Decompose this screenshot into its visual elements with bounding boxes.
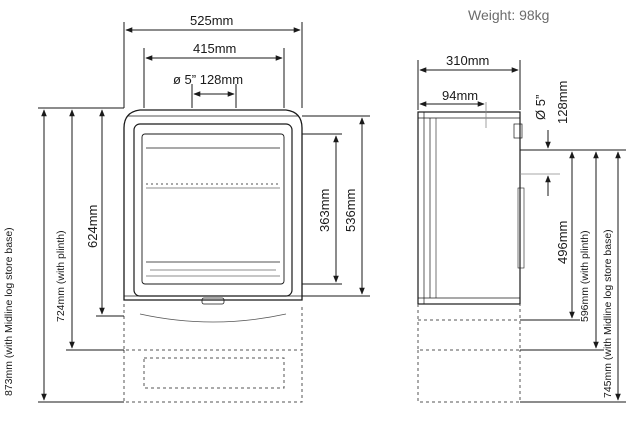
side-flue-diameter-mm-label: 128mm (555, 80, 570, 124)
front-flue-label: ø 5” 128mm (173, 72, 244, 87)
front-width-inner-label: 415mm (193, 41, 237, 56)
side-height-plinth-label: 596mm (with plinth) (579, 230, 591, 322)
front-glass-height-label: 363mm (317, 188, 332, 232)
side-height-midline-label: 745mm (with Midline log store base) (602, 229, 614, 398)
front-door-height-label: 536mm (343, 188, 358, 232)
side-rear-bracket (513, 123, 523, 139)
side-flue-guides (485, 102, 560, 175)
front-plinth-dashed (123, 304, 303, 403)
front-width-overall-label: 525mm (190, 13, 234, 28)
side-flue-offset-label: 94mm (442, 88, 479, 103)
side-height-body-label: 496mm (555, 220, 570, 264)
front-vertical-dimensions (38, 107, 370, 403)
front-logo-plate (201, 297, 225, 305)
side-body-outline (417, 111, 521, 305)
front-height-body-label: 624mm (85, 204, 100, 248)
front-body-outline (123, 109, 303, 301)
front-horizontal-dimensions (123, 22, 303, 108)
side-depth-label: 310mm (446, 53, 490, 68)
side-view (417, 111, 525, 305)
side-plinth-dashed (417, 304, 521, 403)
front-height-plinth-label: 724mm (with plinth) (55, 230, 67, 322)
front-height-midline-label: 873mm (with Midline log store base) (3, 227, 15, 396)
front-glass (141, 133, 285, 285)
side-dimensions (417, 60, 626, 403)
side-flue-diameter-label: Ø 5” (533, 94, 548, 120)
front-view (123, 109, 303, 305)
weight-label: Weight: 98kg (468, 7, 550, 23)
